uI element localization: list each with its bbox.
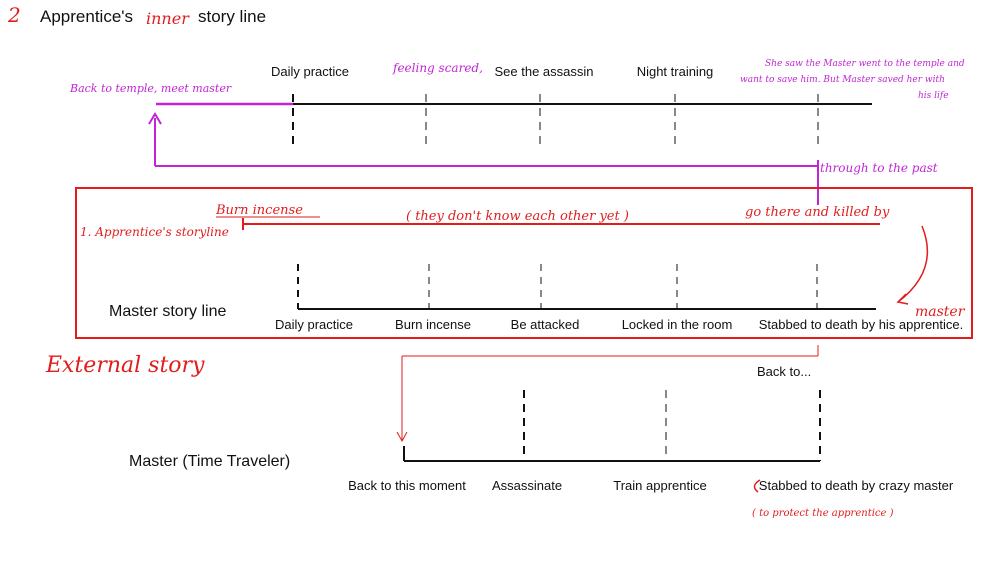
protect-bracket (753, 479, 761, 493)
master-line-label: Master story line (109, 303, 226, 320)
master-event-2: Burn incense (395, 317, 471, 332)
back-to-arrowhead (396, 431, 408, 443)
time-traveler-event-4: Stabbed to death by crazy master (759, 478, 954, 493)
time-traveler-event-1: Back to this moment (348, 478, 466, 493)
external-story-box: 1. Apprentice's storyline Burn incense (… (75, 187, 973, 339)
apprentice-storyline-label: 1. Apprentice's storyline (80, 225, 229, 239)
apprentice-event-1: Daily practice (271, 64, 349, 79)
unknown-each-other-note: ( they don't know each other yet ) (406, 209, 629, 224)
return-to-past-loop: through to the past (148, 112, 938, 205)
master-note: master (915, 304, 966, 320)
apprentice-timeline: Daily practice See the assassin Night tr… (69, 59, 968, 150)
apprentice-event-3: Night training (637, 64, 714, 79)
go-there-note: go there and killed by (745, 205, 890, 220)
time-traveler-label: Master (Time Traveler) (129, 453, 290, 470)
master-event-4: Locked in the room (622, 317, 733, 332)
protect-note: ( to protect the apprentice ) (752, 508, 894, 519)
title-number: 2 (7, 3, 21, 27)
time-traveler-event-3: Train apprentice (613, 478, 706, 493)
back-to-label: Back to... (757, 364, 811, 379)
apprentice-start-note: Back to temple, meet master (69, 82, 232, 95)
title-suffix: story line (198, 7, 266, 26)
apprentice-feeling-note: feeling scared, (392, 61, 483, 75)
burn-incense-note: Burn incense (215, 203, 303, 218)
time-traveler-event-2: Assassinate (492, 478, 562, 493)
killed-by-master-arrow (897, 225, 929, 303)
master-event-3: Be attacked (511, 317, 580, 332)
return-to-past-note: through to the past (820, 161, 938, 175)
master-event-5: Stabbed to death by his apprentice. (759, 317, 964, 332)
external-story-label: External story (45, 353, 205, 378)
apprentice-event-2: See the assassin (494, 64, 593, 79)
title-prefix: Apprentice's (40, 7, 133, 26)
return-loop-arrowhead (148, 112, 162, 125)
time-traveler-timeline: Master (Time Traveler) Back to this mome… (129, 390, 954, 519)
killed-by-master-arrowhead (896, 293, 909, 305)
external-box-frame (75, 187, 973, 339)
master-event-1: Daily practice (275, 317, 353, 332)
title-inner-word: inner (146, 9, 190, 28)
back-to-connector: Back to... (396, 345, 819, 443)
apprentice-end-note: She saw the Master went to the temple an… (740, 59, 968, 101)
